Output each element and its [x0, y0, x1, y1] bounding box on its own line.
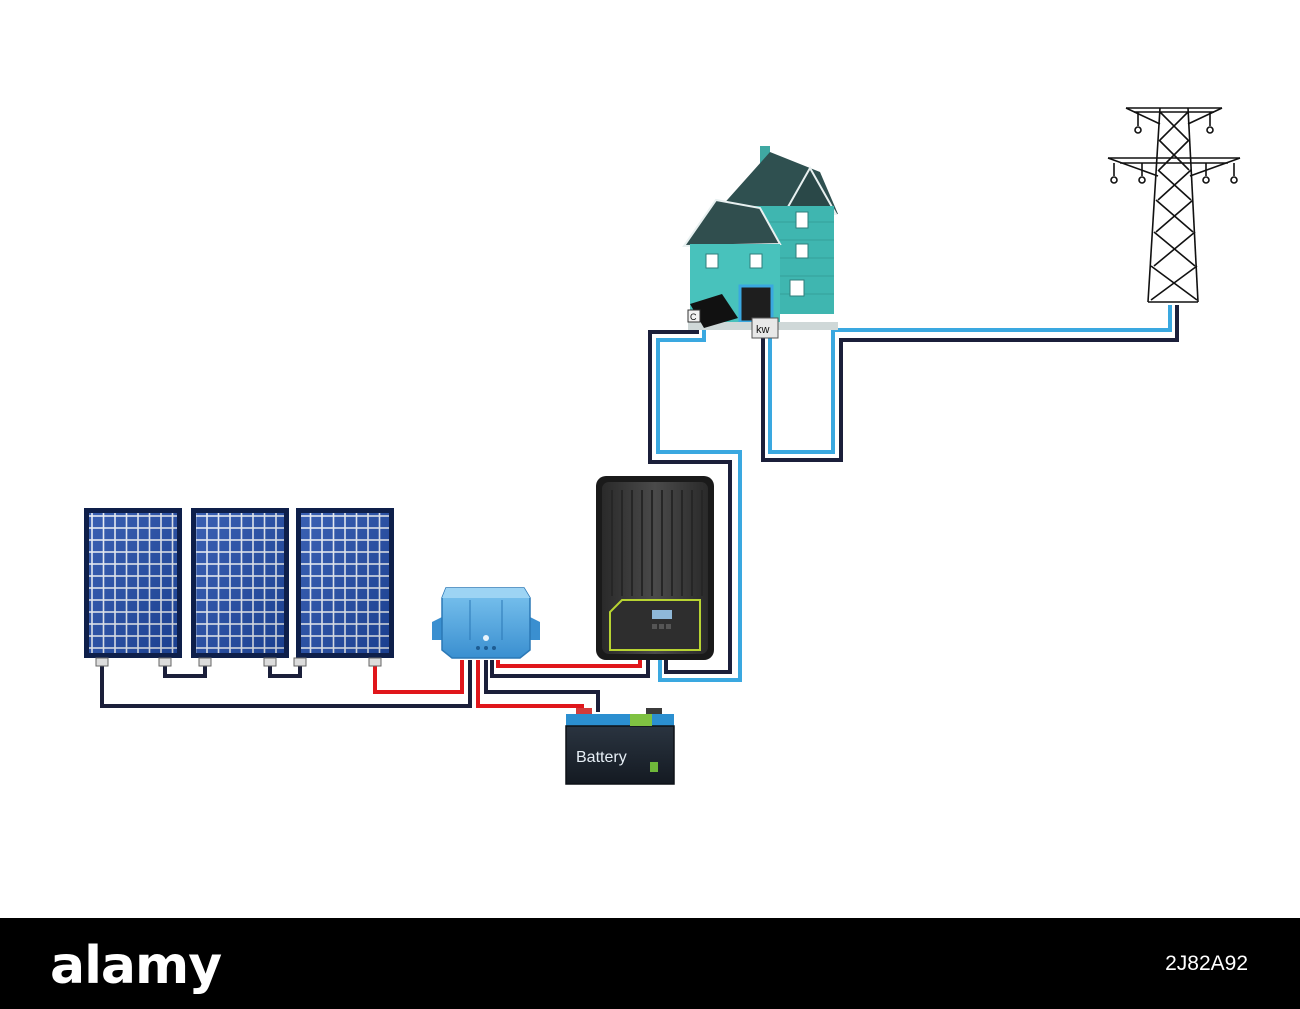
panel-series-wire-1 — [163, 662, 207, 678]
charge-controller-icon — [432, 587, 540, 659]
alamy-logo: alamy — [50, 936, 222, 996]
solar-system-diagram: Battery — [84, 107, 1241, 785]
battery-label: Battery — [576, 749, 627, 766]
consumer-unit-icon: C — [687, 294, 738, 328]
inverter-dc-negative-wire — [490, 654, 650, 678]
solar-panel-array — [84, 508, 394, 667]
house-icon: C kw — [682, 146, 838, 339]
inverter-display — [652, 610, 672, 619]
watermark-footer: alamy 2J82A92 — [0, 918, 1300, 1009]
consumer-unit-label: C — [690, 312, 697, 322]
inverter-ac-live-wire — [656, 324, 742, 682]
battery-icon: Battery — [565, 708, 675, 785]
array-positive-wire — [373, 660, 464, 694]
panel-series-wire-2 — [268, 662, 302, 678]
inverter-icon — [596, 476, 714, 660]
stock-image-id: 2J82A92 — [1165, 952, 1248, 975]
wiring — [100, 305, 1179, 712]
array-negative-wire — [100, 660, 472, 708]
solar-panel-icon — [191, 508, 289, 667]
solar-panel-icon — [84, 508, 182, 667]
grid-neutral-wire — [761, 305, 1179, 462]
grid-live-wire — [768, 305, 1172, 454]
inverter-ac-neutral-wire — [648, 322, 732, 674]
meter-label: kw — [756, 324, 770, 336]
transmission-tower-icon — [1107, 107, 1241, 303]
energy-meter-icon: kw — [751, 317, 779, 339]
battery-negative-wire — [484, 660, 600, 712]
solar-panel-icon — [293, 508, 394, 667]
